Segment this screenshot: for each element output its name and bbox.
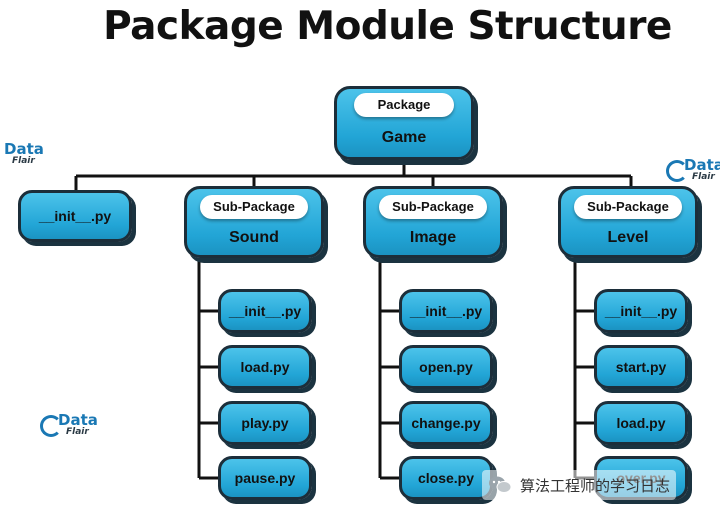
dataflair-logo: Data Flair bbox=[40, 411, 98, 437]
logo-text: Data bbox=[4, 140, 44, 158]
module-file: start.py bbox=[594, 345, 688, 389]
root-package-node: Package Game bbox=[334, 86, 474, 160]
dataflair-logo: Data Flair bbox=[4, 142, 44, 166]
subpackage-sound-node: Sub-Package Sound bbox=[184, 186, 324, 258]
subpackage-name: Level bbox=[607, 229, 649, 246]
dataflair-icon bbox=[40, 415, 62, 437]
module-file: __init__.py bbox=[399, 289, 493, 333]
module-file: __init__.py bbox=[594, 289, 688, 333]
subpackage-tag: Sub-Package bbox=[574, 195, 682, 219]
subpackage-tag: Sub-Package bbox=[379, 195, 487, 219]
module-file: change.py bbox=[399, 401, 493, 445]
wechat-icon bbox=[488, 475, 512, 495]
logo-text: Data bbox=[58, 411, 98, 429]
logo-text: Data bbox=[684, 156, 720, 174]
package-tag: Package bbox=[354, 93, 454, 117]
module-file: __init__.py bbox=[218, 289, 312, 333]
module-file: close.py bbox=[399, 456, 493, 500]
subpackage-name: Sound bbox=[229, 229, 279, 246]
module-file: load.py bbox=[218, 345, 312, 389]
top-init-module: __init__.py bbox=[18, 190, 132, 242]
subpackage-level-node: Sub-Package Level bbox=[558, 186, 698, 258]
dataflair-icon bbox=[666, 160, 688, 182]
subpackage-tag: Sub-Package bbox=[200, 195, 308, 219]
module-file: load.py bbox=[594, 401, 688, 445]
logo-subtext: Flair bbox=[66, 427, 89, 437]
wechat-caption: 算法工程师的学习日志 bbox=[520, 476, 671, 495]
module-file: open.py bbox=[399, 345, 493, 389]
diagram-title: Package Module Structure bbox=[103, 4, 672, 49]
dataflair-logo: Data Flair bbox=[666, 156, 720, 182]
module-file: play.py bbox=[218, 401, 312, 445]
logo-subtext: Flair bbox=[692, 172, 715, 182]
subpackage-image-node: Sub-Package Image bbox=[363, 186, 503, 258]
wechat-watermark: 算法工程师的学习日志 bbox=[482, 470, 677, 500]
package-name: Game bbox=[381, 129, 427, 146]
subpackage-name: Image bbox=[409, 229, 457, 246]
module-file: pause.py bbox=[218, 456, 312, 500]
logo-subtext: Flair bbox=[12, 156, 35, 166]
